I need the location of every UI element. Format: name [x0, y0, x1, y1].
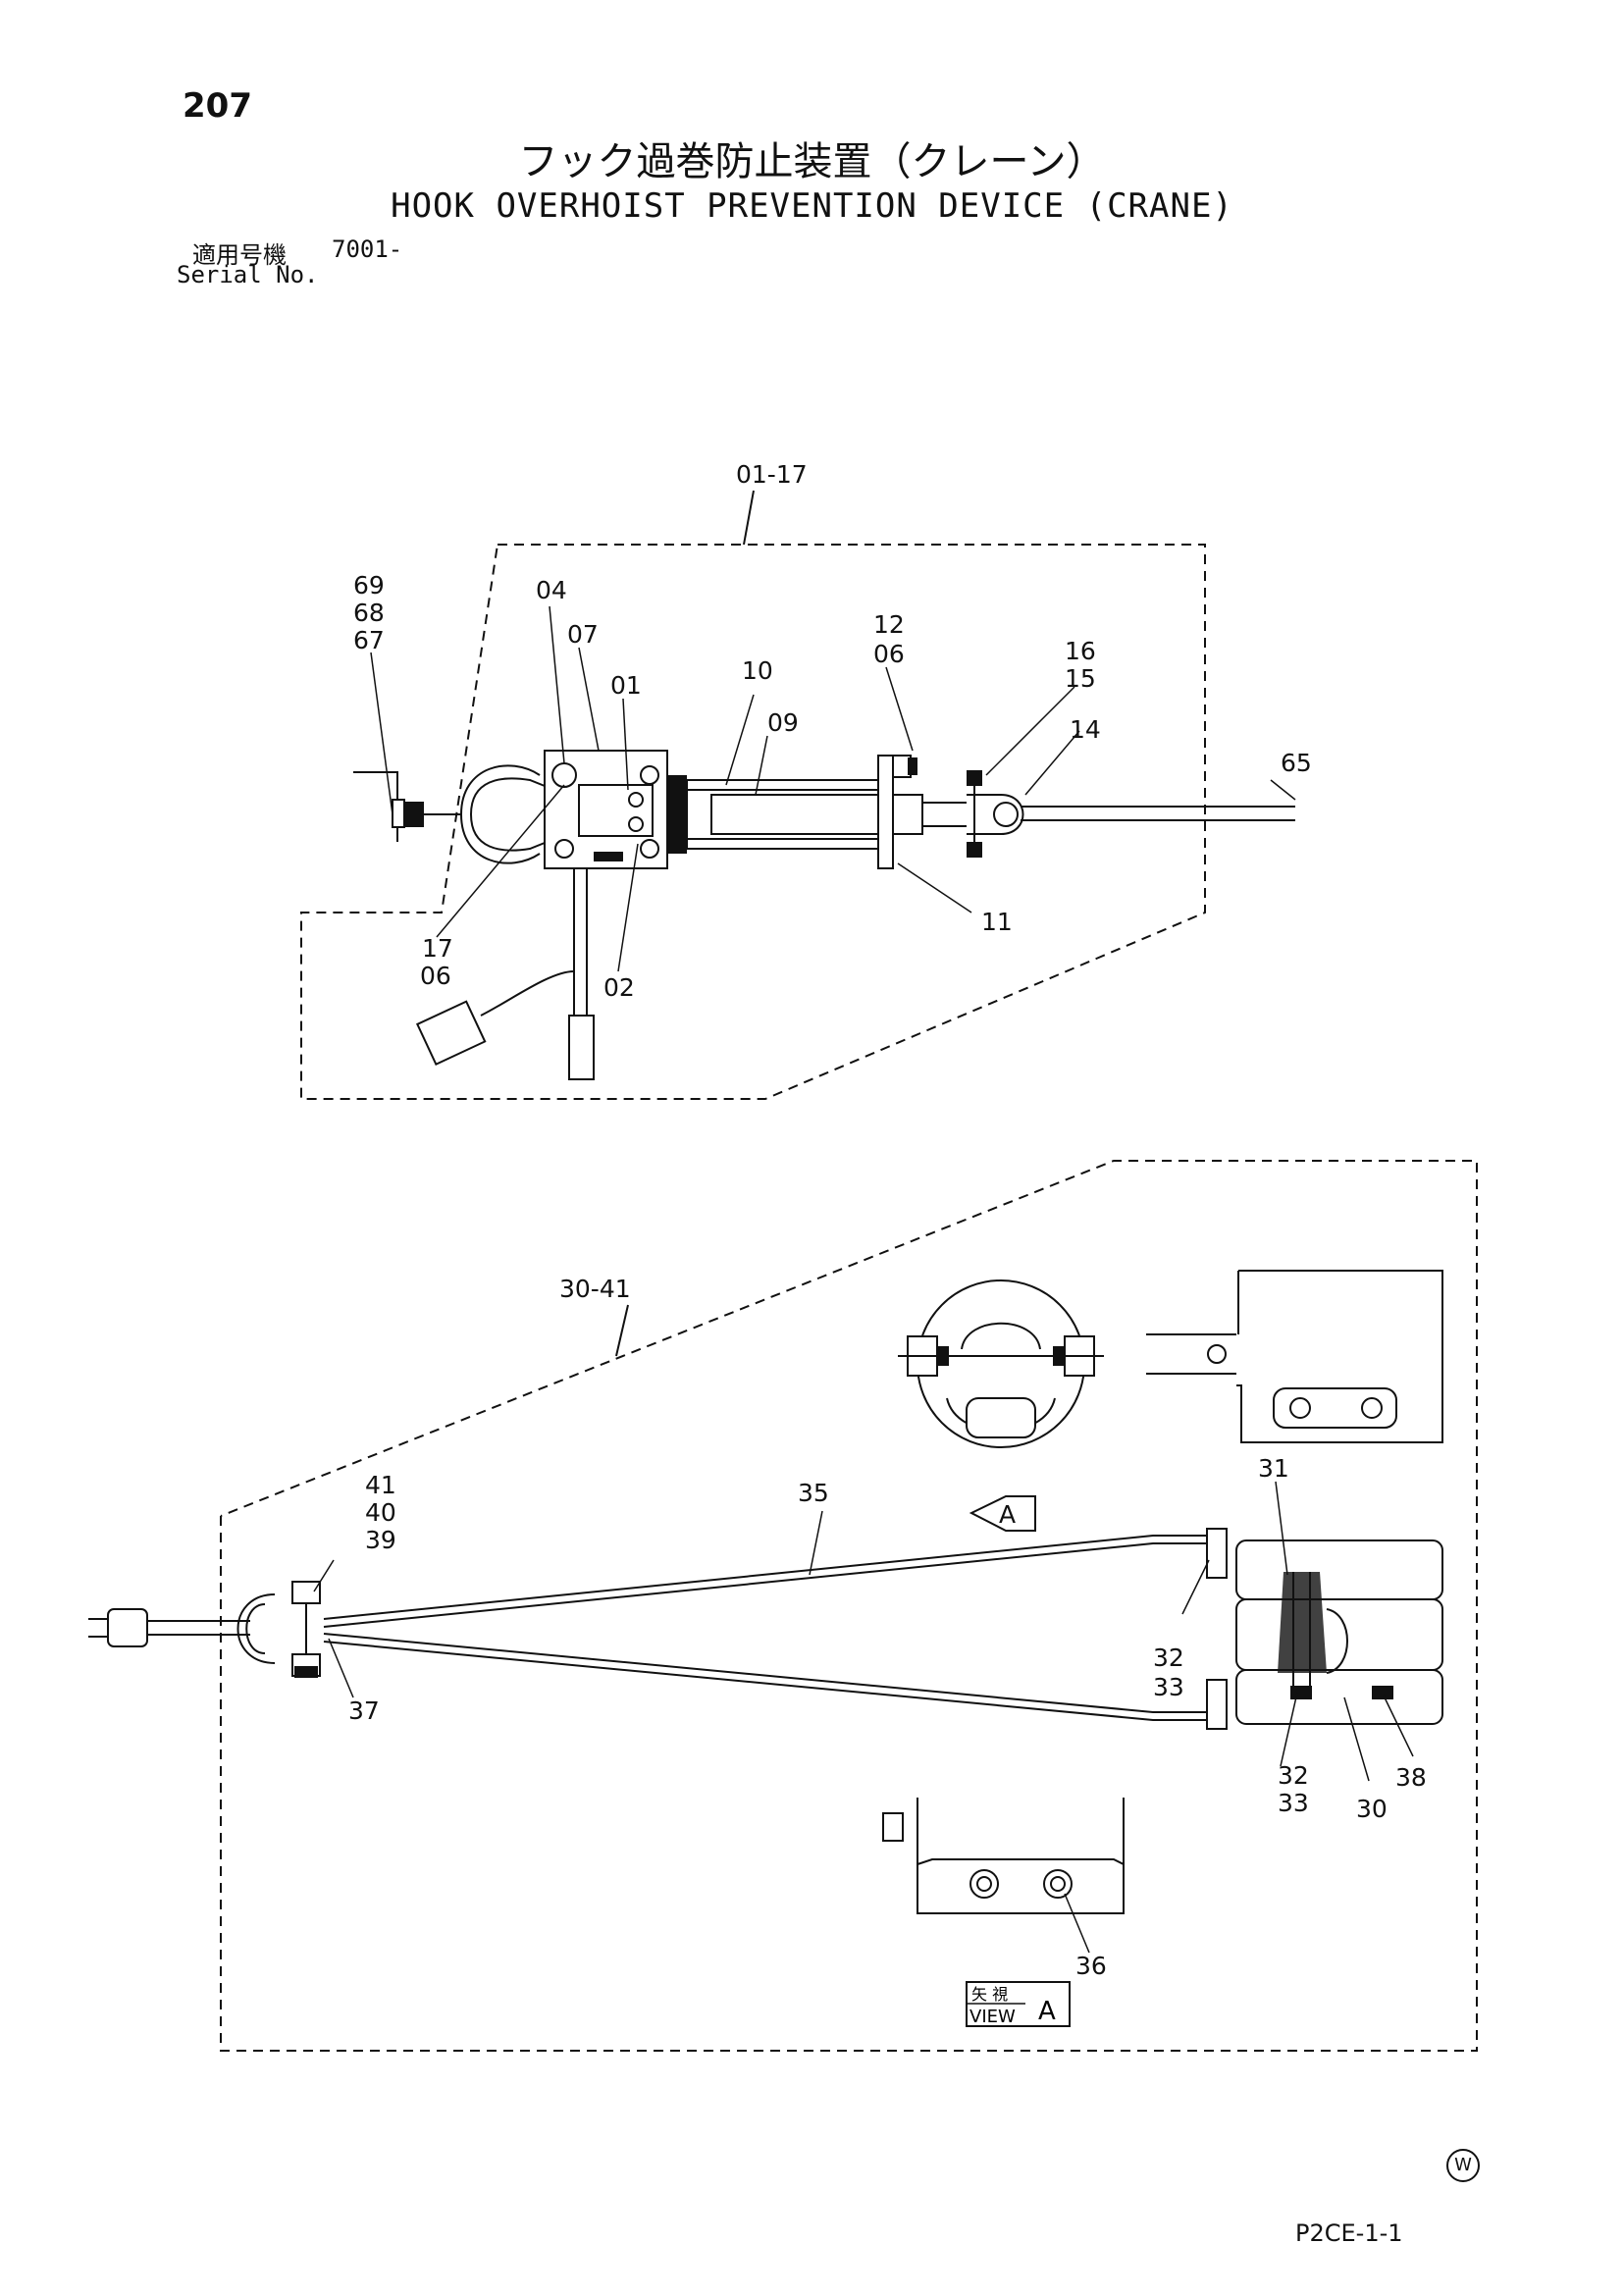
view-a-plate [882, 1798, 1125, 1914]
callout-65: 65 [1281, 749, 1312, 777]
callout-41: 41 [365, 1471, 396, 1499]
callout-11: 11 [981, 908, 1013, 936]
callout-07: 07 [567, 620, 599, 649]
svg-text:A: A [1038, 1997, 1056, 2026]
callout-39: 39 [365, 1526, 396, 1554]
top-assembly-boundary [300, 544, 1206, 1100]
plate-side-view [1146, 1270, 1443, 1443]
svg-text:VIEW: VIEW [969, 2007, 1016, 2027]
callout-12: 12 [873, 610, 905, 639]
callout-31: 31 [1258, 1454, 1289, 1483]
callout-01: 01 [610, 671, 642, 700]
callout-38: 38 [1395, 1763, 1427, 1792]
serial-label-english: Serial No. [177, 261, 319, 288]
callout-69: 69 [353, 571, 385, 600]
callout-01-17: 01-17 [736, 460, 808, 489]
callout-36: 36 [1075, 1952, 1107, 1980]
svg-text:A: A [999, 1500, 1016, 1529]
callout-17: 17 [422, 934, 453, 963]
callout-06-upper: 06 [873, 640, 905, 668]
page-title-english: HOOK OVERHOIST PREVENTION DEVICE (CRANE) [391, 186, 1233, 226]
socket-block-stack [1235, 1539, 1443, 1725]
callout-40: 40 [365, 1498, 396, 1527]
callout-32-lower: 32 [1278, 1761, 1309, 1790]
callout-04: 04 [536, 576, 567, 604]
end-view-round [898, 1279, 1104, 1448]
callout-68: 68 [353, 599, 385, 627]
bottom-assembly-boundary [220, 1160, 1478, 2052]
callout-33-lower: 33 [1278, 1789, 1309, 1817]
serial-label-japanese: 適用号機 [192, 241, 287, 269]
callout-33-upper: 33 [1153, 1673, 1184, 1701]
maker-mark-w: W [1446, 2149, 1480, 2182]
svg-text:矢 視: 矢 視 [971, 1985, 1008, 2004]
callout-06-lower: 06 [420, 962, 451, 990]
callout-67: 67 [353, 626, 385, 654]
callout-30-41: 30-41 [559, 1275, 631, 1303]
callout-32-upper: 32 [1153, 1644, 1184, 1672]
view-a-label-box: 矢 視 VIEW A [966, 1981, 1071, 2027]
document-code: P2CE-1-1 [1295, 2219, 1403, 2247]
page-number: 207 [183, 86, 252, 126]
callout-35: 35 [798, 1479, 829, 1507]
callout-30: 30 [1356, 1795, 1388, 1823]
serial-number-value: 7001- [332, 235, 403, 263]
callout-37: 37 [348, 1696, 380, 1725]
top-assembly: 01-17 [300, 460, 1312, 1100]
callout-14: 14 [1070, 715, 1101, 744]
callout-10: 10 [742, 656, 773, 685]
callout-15: 15 [1065, 664, 1096, 693]
callout-02: 02 [603, 973, 635, 1002]
view-arrow-a: A [969, 1495, 1036, 1532]
callout-09: 09 [767, 708, 799, 737]
bottom-assembly: 30-41 A [88, 1160, 1478, 2052]
callout-16: 16 [1065, 637, 1096, 665]
page-title-japanese: フック過巻防止装置（クレーン） [518, 139, 1106, 184]
